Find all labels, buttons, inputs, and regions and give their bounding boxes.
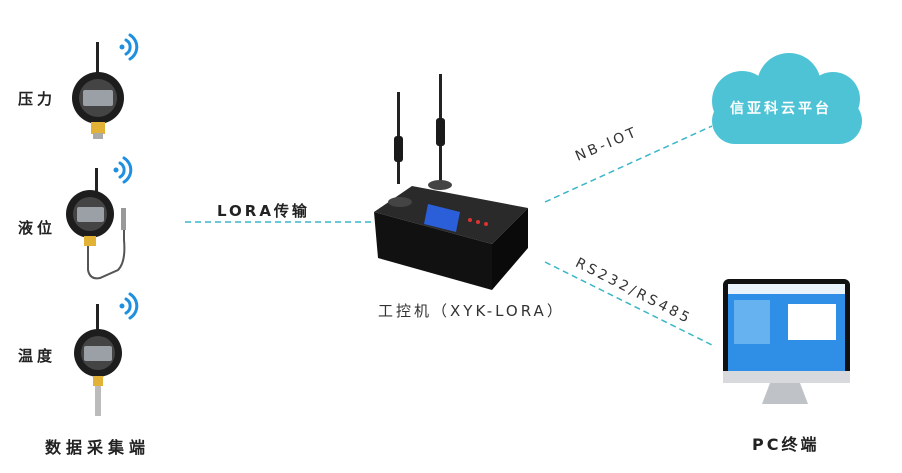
rs-link-line <box>544 261 713 346</box>
pressure-label: 压力 <box>18 90 57 108</box>
wifi-icon <box>113 156 133 184</box>
lora-link-label: LORA传输 <box>217 202 310 220</box>
cloud-shape <box>712 53 862 144</box>
wifi-icon <box>119 33 139 61</box>
level-label: 液位 <box>18 219 57 237</box>
temperature-label: 温度 <box>18 347 57 365</box>
pc-caption: PC终端 <box>752 435 820 454</box>
temperature-sensor-device <box>74 304 122 416</box>
pressure-sensor-device <box>72 42 124 139</box>
pc-monitor <box>723 279 850 404</box>
cloud-platform-label: 信亚科云平台 <box>730 101 832 117</box>
data-acquisition-caption: 数据采集端 <box>45 438 151 457</box>
controller-caption: 工控机（XYK-LORA） <box>378 302 565 320</box>
controller-device <box>374 74 528 290</box>
nbiot-link-line <box>544 125 713 203</box>
level-sensor-device <box>66 168 126 280</box>
wifi-icon <box>119 292 139 320</box>
